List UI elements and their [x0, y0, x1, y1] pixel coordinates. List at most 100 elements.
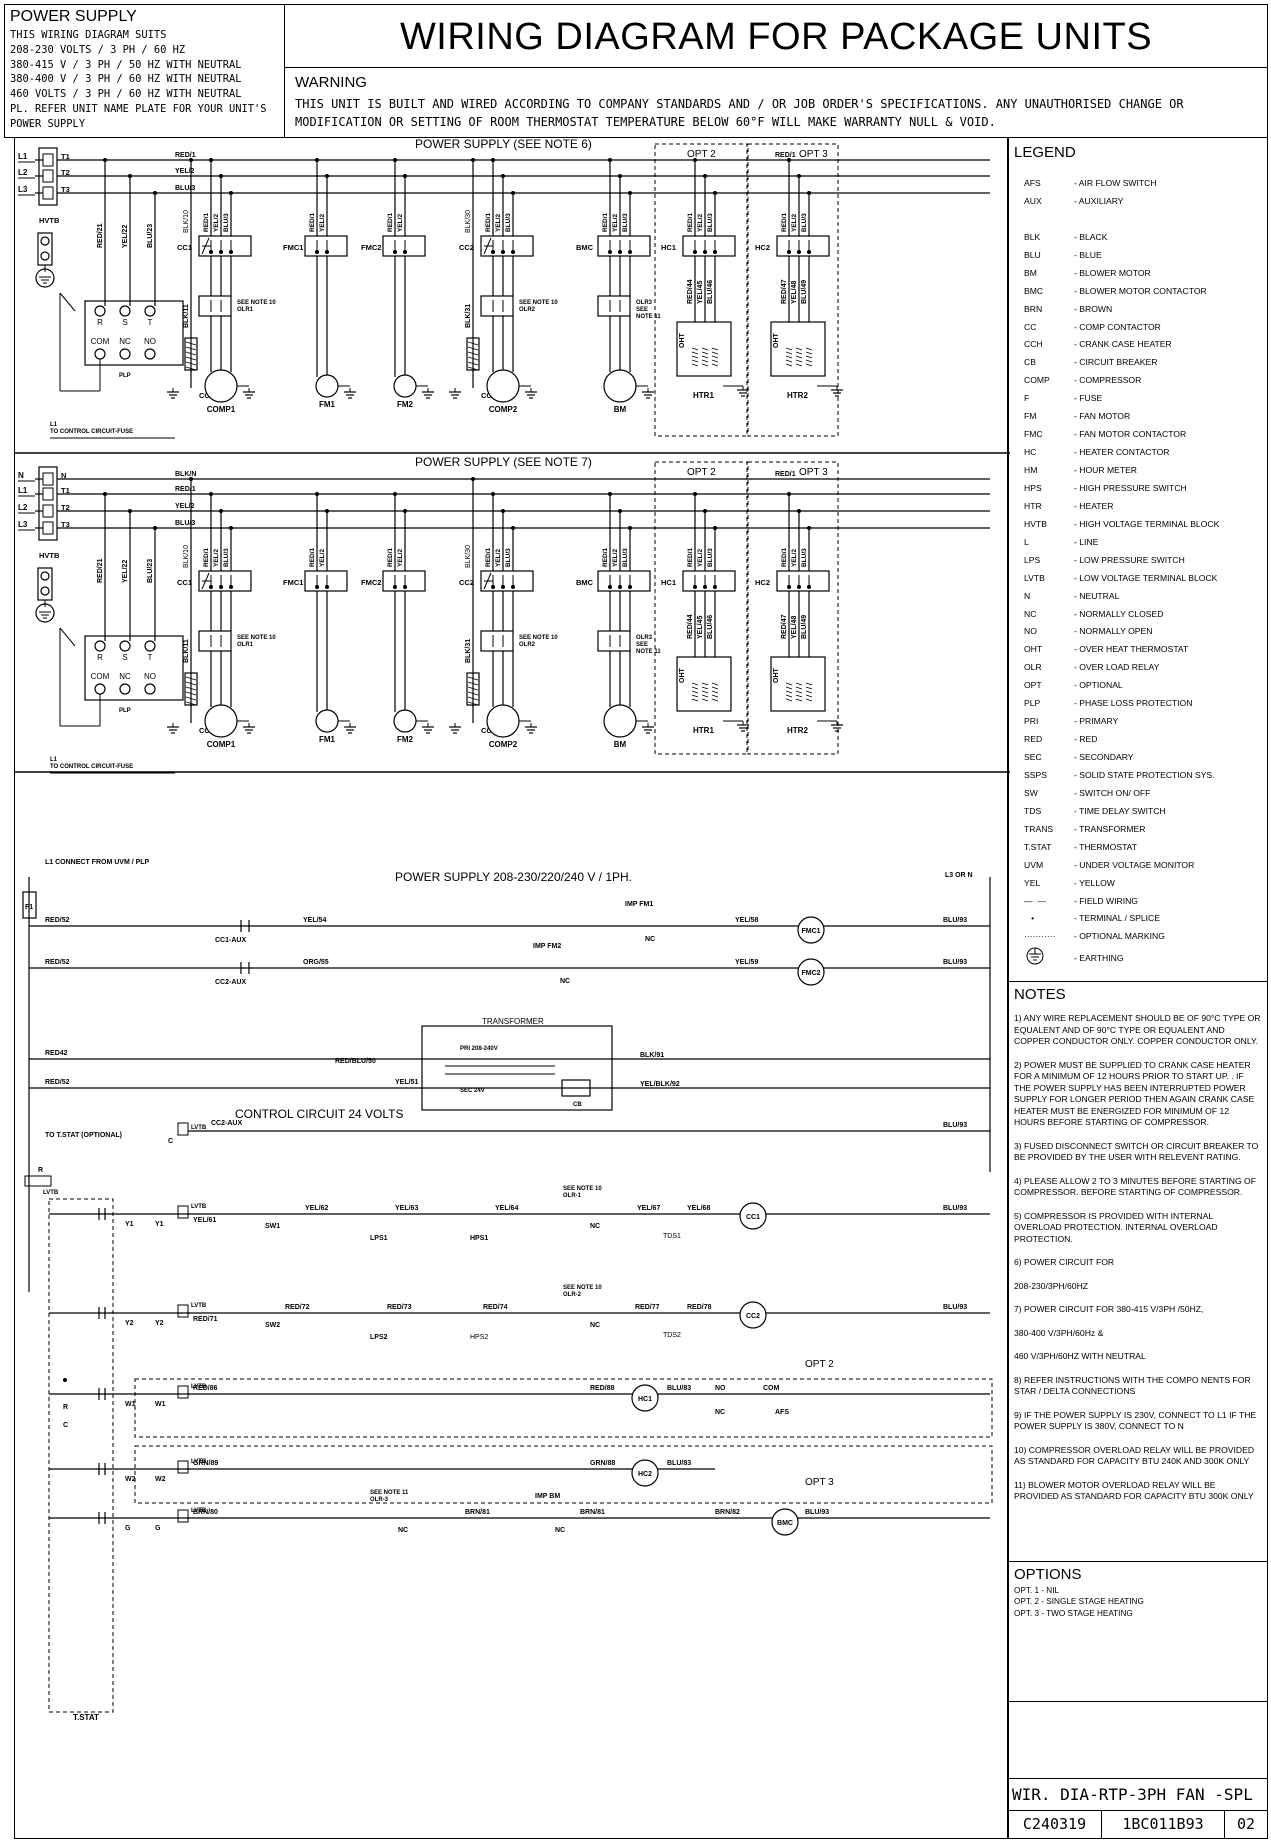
- legend-abbrev: RED: [1024, 734, 1043, 745]
- legend-title: LEGEND: [1014, 144, 1076, 161]
- wire-label: YEL/63: [395, 1205, 418, 1212]
- legend-meaning: - CIRCUIT BREAKER: [1074, 357, 1158, 368]
- legend-meaning: - BLACK: [1074, 231, 1108, 242]
- wire-label: RED/73: [387, 1304, 412, 1311]
- wire-label: YEL/22: [122, 225, 129, 248]
- control-fuse-label: TO CONTROL CIRCUIT-FUSE: [50, 764, 133, 770]
- heater-coil: [805, 363, 813, 367]
- heater-coil: [185, 366, 197, 371]
- heater-coil: [691, 694, 699, 698]
- terminal-label: T1: [61, 152, 70, 161]
- bus-label: BLU/3: [175, 520, 195, 527]
- bus-label: RED/1: [775, 152, 796, 159]
- heater-coil: [701, 682, 709, 686]
- heater-coil: [711, 355, 719, 359]
- coil-bmc: [771, 1508, 799, 1536]
- part-number: 1BC011B93: [1101, 1810, 1225, 1839]
- coil-fmc2: [797, 958, 825, 986]
- olr-label: NOTE 11: [636, 314, 661, 320]
- legend-meaning: - HOUR METER: [1074, 465, 1138, 475]
- line-label: N: [18, 471, 24, 480]
- terminal-dot: [787, 585, 791, 589]
- heater-coil: [711, 363, 719, 367]
- drawing-name: WIR. DIA-RTP-3PH FAN -SPL: [1007, 1778, 1268, 1811]
- wire-label: YEL/2: [612, 214, 619, 232]
- terminal-dot: [501, 250, 505, 254]
- wire-label: YEL/2: [495, 549, 502, 567]
- screw-icon: [40, 251, 50, 261]
- olr-label: SEE NOTE 10: [519, 635, 558, 641]
- dash-line-icon: — —: [1024, 895, 1046, 906]
- terminal-label: W1: [125, 1401, 136, 1408]
- wire-label: RED/44: [687, 614, 694, 639]
- contactor-label: BMC: [576, 578, 594, 587]
- legend-item: PRI- PRIMARY: [1014, 713, 1261, 731]
- legend-item: CC- COMP CONTACTOR: [1014, 319, 1261, 337]
- terminal-dot: [325, 250, 329, 254]
- wire-label: BLK/30: [465, 210, 472, 233]
- legend-abbrev: AUX: [1024, 195, 1042, 206]
- line-label: L3: [18, 520, 28, 529]
- heater-coil: [805, 351, 813, 355]
- lvtb-label: LVTB: [191, 1459, 207, 1465]
- coil-cc2: [739, 1301, 767, 1329]
- legend-optional-marking: ···········- OPTIONAL MARKING: [1014, 928, 1261, 946]
- heater-coil: [795, 359, 803, 363]
- r-label: R: [63, 1404, 68, 1411]
- note-item: 7) POWER CIRCUIT FOR 380-415 V/3PH /50HZ…: [1014, 1304, 1204, 1314]
- compressor-motor: [486, 369, 520, 403]
- lvtb-label: LVTB: [191, 1204, 207, 1210]
- heater-coil: [467, 681, 479, 686]
- terminal-dot: [403, 585, 407, 589]
- terminal-dot: [209, 250, 213, 254]
- opt2-label: OPT 2: [687, 467, 716, 478]
- legend-meaning: - YELLOW: [1074, 877, 1115, 888]
- wire-label: RED/1: [781, 212, 788, 232]
- wire-label: RED/86: [193, 1385, 218, 1392]
- plp-terminal: [119, 348, 131, 360]
- terminal-dot: [807, 250, 811, 254]
- legend-item: LVTB- LOW VOLTAGE TERMINAL BLOCK: [1014, 570, 1261, 588]
- plp-box: [84, 635, 184, 701]
- wire-label: RED/52: [45, 959, 70, 966]
- coil-hc1: [631, 1384, 659, 1412]
- r-label: R: [38, 1167, 43, 1174]
- control-circuit-title: CONTROL CIRCUIT 24 VOLTS: [235, 1107, 403, 1121]
- motor-label: BM: [614, 405, 627, 414]
- wire-label: RED/21: [97, 223, 104, 248]
- terminal-dot: [491, 250, 495, 254]
- overload-relay-box: [198, 630, 232, 652]
- note-item: 5) COMPRESSOR IS PROVIDED WITH INTERNAL …: [1014, 1210, 1218, 1244]
- ps-line: PL. REFER UNIT NAME PLATE FOR YOUR UNIT'…: [10, 102, 267, 115]
- terminal-dot: [797, 250, 801, 254]
- fuse-f1: [22, 891, 37, 919]
- terminal-label: G: [125, 1525, 131, 1532]
- wire-label: RED/1: [309, 212, 316, 232]
- overload-relay-box: [480, 630, 514, 652]
- terminal-label: W1: [155, 1401, 166, 1408]
- olr-label: OLR-3: [370, 1497, 389, 1503]
- contactor-label: FMC1: [283, 578, 303, 587]
- legend-abbrev: PLP: [1024, 698, 1041, 709]
- olr-label: SEE NOTE 10: [563, 1285, 602, 1291]
- terminal-dot: [608, 250, 612, 254]
- heater-coil: [805, 355, 813, 359]
- wire-label: BLU/3: [707, 548, 714, 567]
- wire-label: YEL/59: [735, 959, 758, 966]
- plp-label: NO: [144, 672, 156, 681]
- heater-coil: [691, 698, 699, 702]
- legend-abbrev: SEC: [1024, 752, 1042, 762]
- olr-label: SEE NOTE 10: [237, 635, 276, 641]
- wire-label: YEL/48: [791, 616, 798, 639]
- legend-meaning: - FUSE: [1074, 393, 1103, 404]
- heater-label: HTR2: [787, 726, 808, 735]
- contactor-label: CC1: [177, 578, 192, 587]
- legend-abbrev: HC: [1024, 447, 1037, 458]
- sec-label: SEC 24V: [460, 1088, 485, 1094]
- wire-label: BLK/31: [465, 304, 472, 328]
- hvtb-terminal: [42, 504, 54, 518]
- nc-label: NC: [590, 1223, 600, 1230]
- legend-item: OHT- OVER HEAT THERMOSTAT: [1014, 641, 1261, 659]
- wire-label: YEL/54: [303, 917, 326, 924]
